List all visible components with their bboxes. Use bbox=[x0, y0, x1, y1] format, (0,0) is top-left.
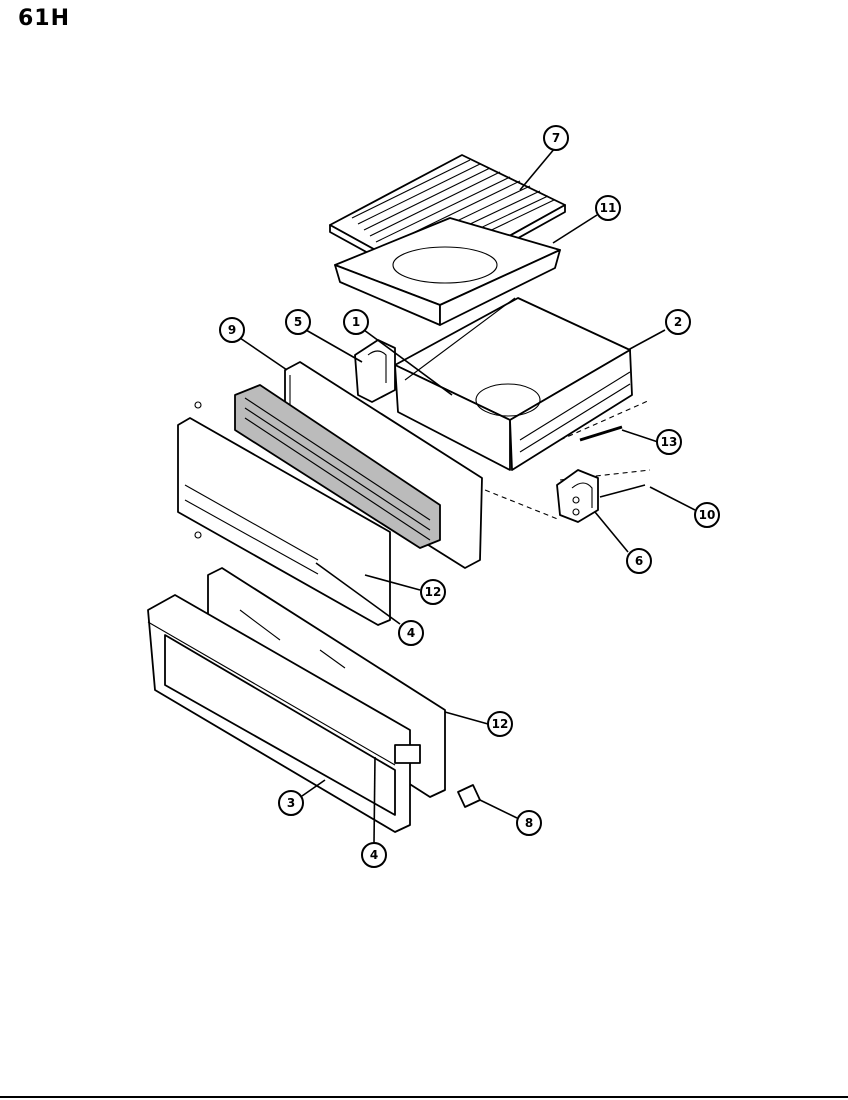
svg-text:12: 12 bbox=[492, 717, 509, 731]
svg-text:1: 1 bbox=[352, 315, 360, 329]
svg-text:11: 11 bbox=[600, 201, 617, 215]
right-bracket-drawing bbox=[556, 469, 599, 523]
insulation-drawing bbox=[234, 384, 441, 549]
callout-1: 1 bbox=[343, 309, 369, 335]
callout-3: 3 bbox=[278, 790, 304, 816]
callout-6: 6 bbox=[626, 548, 652, 574]
drawer-frame-drawing bbox=[394, 297, 651, 521]
callout-9: 9 bbox=[219, 317, 245, 343]
svg-text:6: 6 bbox=[635, 554, 643, 568]
callout-12-lower: 12 bbox=[487, 711, 513, 737]
callout-4-lower: 4 bbox=[361, 842, 387, 868]
svg-text:2: 2 bbox=[674, 315, 682, 329]
broiler-pan-drawing bbox=[334, 217, 561, 326]
callout-5: 5 bbox=[285, 309, 311, 335]
callout-11: 11 bbox=[595, 195, 621, 221]
leader-lines bbox=[239, 147, 696, 844]
drawer-front-frame-drawing bbox=[147, 594, 421, 833]
svg-text:10: 10 bbox=[699, 508, 716, 522]
callout-10: 10 bbox=[694, 502, 720, 528]
svg-text:12: 12 bbox=[425, 585, 442, 599]
callout-4-upper: 4 bbox=[398, 620, 424, 646]
callout-7: 7 bbox=[543, 125, 569, 151]
page-title: 61H bbox=[18, 6, 71, 31]
svg-text:3: 3 bbox=[287, 796, 295, 810]
callout-8: 8 bbox=[516, 810, 542, 836]
svg-text:7: 7 bbox=[552, 131, 560, 145]
svg-text:8: 8 bbox=[525, 816, 533, 830]
callout-bubbles: 7 11 2 5 1 9 13 10 6 12 4 12 3 4 8 bbox=[219, 125, 720, 868]
bottom-rule bbox=[0, 1096, 848, 1098]
callout-13: 13 bbox=[656, 429, 682, 455]
svg-text:5: 5 bbox=[294, 315, 302, 329]
svg-text:13: 13 bbox=[661, 435, 678, 449]
rod-and-screw-drawing bbox=[579, 425, 646, 498]
callout-12-upper: 12 bbox=[420, 579, 446, 605]
svg-text:9: 9 bbox=[228, 323, 236, 337]
front-panel-drawing bbox=[177, 401, 391, 626]
svg-text:4: 4 bbox=[370, 848, 378, 862]
svg-text:4: 4 bbox=[407, 626, 415, 640]
clip-drawing bbox=[457, 784, 481, 808]
callout-2: 2 bbox=[665, 309, 691, 335]
